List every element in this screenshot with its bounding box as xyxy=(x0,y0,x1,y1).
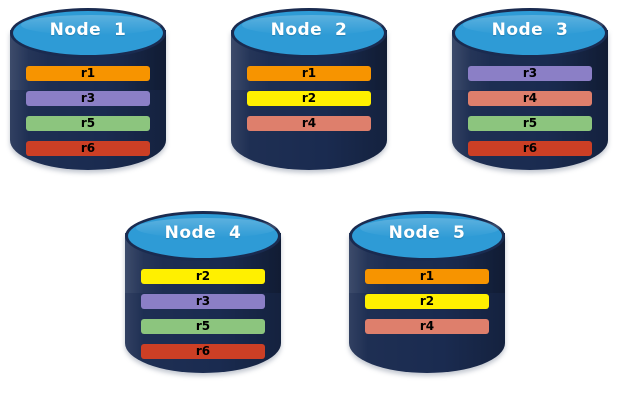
record-bar-r2[interactable]: r2 xyxy=(247,91,371,106)
record-bar-r5[interactable]: r5 xyxy=(468,116,592,131)
node-label: Node 4 xyxy=(164,223,242,243)
record-list: r1 r2 r4 xyxy=(247,66,371,131)
node-label: Node 5 xyxy=(388,223,466,243)
record-bar-r2[interactable]: r2 xyxy=(141,269,265,284)
record-bar-r6[interactable]: r6 xyxy=(141,344,265,359)
node-label: Node 2 xyxy=(270,20,348,40)
record-bar-r3[interactable]: r3 xyxy=(141,294,265,309)
record-bar-r4[interactable]: r4 xyxy=(247,116,371,131)
record-bar-r4[interactable]: r4 xyxy=(468,91,592,106)
database-node-2[interactable]: Node 2 r1 r2 r4 xyxy=(231,8,387,183)
record-bar-r3[interactable]: r3 xyxy=(26,91,150,106)
record-list: r1 r3 r5 r6 xyxy=(26,66,150,156)
record-bar-r1[interactable]: r1 xyxy=(26,66,150,81)
record-list: r2 r3 r5 r6 xyxy=(141,269,265,359)
record-bar-r1[interactable]: r1 xyxy=(247,66,371,81)
record-bar-r1[interactable]: r1 xyxy=(365,269,489,284)
record-bar-r6[interactable]: r6 xyxy=(468,141,592,156)
record-bar-r5[interactable]: r5 xyxy=(141,319,265,334)
database-node-3[interactable]: Node 3 r3 r4 r5 r6 xyxy=(452,8,608,183)
node-label: Node 3 xyxy=(491,20,569,40)
record-list: r3 r4 r5 r6 xyxy=(468,66,592,156)
record-bar-r3[interactable]: r3 xyxy=(468,66,592,81)
record-bar-r5[interactable]: r5 xyxy=(26,116,150,131)
node-label: Node 1 xyxy=(49,20,127,40)
record-list: r1 r2 r4 xyxy=(365,269,489,334)
database-node-4[interactable]: Node 4 r2 r3 r5 r6 xyxy=(125,211,281,386)
database-node-5[interactable]: Node 5 r1 r2 r4 xyxy=(349,211,505,386)
record-bar-r6[interactable]: r6 xyxy=(26,141,150,156)
record-bar-r2[interactable]: r2 xyxy=(365,294,489,309)
record-bar-r4[interactable]: r4 xyxy=(365,319,489,334)
database-node-1[interactable]: Node 1 r1 r3 r5 r6 xyxy=(10,8,166,183)
